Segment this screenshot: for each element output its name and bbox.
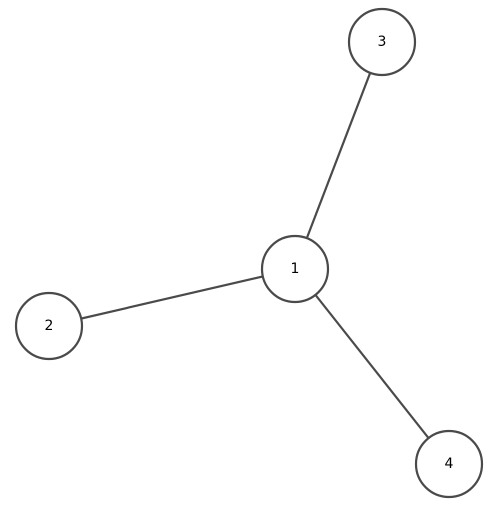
node-2[interactable]: 2 — [14, 291, 84, 361]
node-1[interactable]: 1 — [260, 234, 330, 304]
node-4-circle — [414, 429, 484, 499]
node-4[interactable]: 4 — [414, 429, 484, 499]
edges-layer — [48, 41, 450, 465]
node-2-label: 2 — [45, 318, 54, 334]
node-3-circle — [347, 7, 417, 77]
node-1-circle — [260, 234, 330, 304]
node-2-circle — [14, 291, 84, 361]
edge-1-2 — [48, 267, 296, 328]
node-4-label: 4 — [445, 456, 454, 472]
edge-1-3 — [293, 41, 384, 270]
node-3-label: 3 — [378, 34, 387, 50]
nodes-layer: 1 2 3 4 — [14, 7, 484, 499]
node-1-label: 1 — [291, 261, 300, 277]
edge-1-4 — [294, 268, 450, 465]
node-3[interactable]: 3 — [347, 7, 417, 77]
